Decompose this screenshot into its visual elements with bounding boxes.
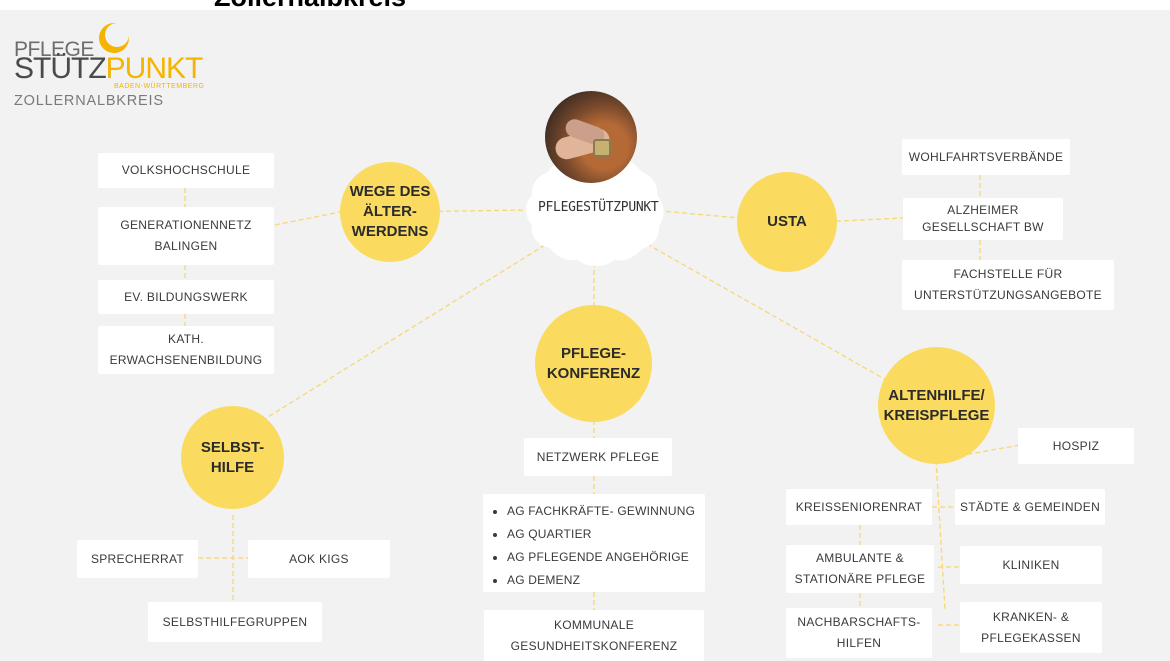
hands-photo bbox=[545, 91, 637, 183]
box-kreisseniorenrat: KREISSENIORENRAT bbox=[786, 489, 932, 525]
box-kommunale-gesundheitskonferenz: KOMMUNALE GESUNDHEITSKONFERENZ bbox=[484, 610, 704, 661]
box-kliniken: KLINIKEN bbox=[960, 546, 1102, 584]
logo-line-4: ZOLLERNALBKREIS bbox=[14, 93, 164, 109]
top-strip bbox=[0, 0, 1170, 10]
box-staedte-gemeinden: STÄDTE & GEMEINDEN bbox=[955, 489, 1105, 525]
center-badge bbox=[526, 152, 664, 266]
list-item: AG DEMENZ bbox=[507, 569, 705, 592]
box-kranken-pflegekassen: KRANKEN- & PFLEGEKASSEN bbox=[960, 602, 1102, 653]
box-selbsthilfegruppen: SELBSTHILFEGRUPPEN bbox=[148, 602, 322, 642]
page-title: Zollernalbkreis bbox=[214, 0, 406, 13]
list-item: AG PFLEGENDE ANGEHÖRIGE bbox=[507, 546, 705, 569]
box-kath-erwachsenenbildung: KATH. ERWACHSENENBILDUNG bbox=[98, 326, 274, 374]
logo-punkt: PUNKT bbox=[105, 52, 204, 85]
logo-line-2: STÜTZPUNKT bbox=[14, 52, 204, 86]
line-center-altenhilfe bbox=[639, 239, 896, 386]
logo-line-1: PFLEGE bbox=[14, 38, 94, 61]
line-center-wege bbox=[389, 209, 531, 213]
box-fachstelle: FACHSTELLE FÜR UNTERSTÜTZUNGSANGEBOTE bbox=[902, 260, 1114, 310]
logo-stuetz: STÜTZ bbox=[14, 52, 107, 85]
box-aok-kigs: AOK KIGS bbox=[248, 540, 390, 578]
box-volkshochschule: VOLKSHOCHSCHULE bbox=[98, 153, 274, 188]
line-center-usta bbox=[649, 209, 741, 219]
hub-selbsthilfe: SELBST- HILFE bbox=[181, 406, 284, 509]
center-label: PFLEGESTÜTZPUNKT bbox=[538, 200, 659, 215]
pflegestuetzpunkt-logo: PFLEGE STÜTZPUNKT BADEN-WÜRTTEMBERG ZOLL… bbox=[10, 20, 204, 120]
box-ambulante-stationaere-pflege: AMBULANTE & STATIONÄRE PFLEGE bbox=[786, 545, 934, 593]
box-ev-bildungswerk: EV. BILDUNGSWERK bbox=[98, 280, 274, 314]
logo-line-3: BADEN-WÜRTTEMBERG bbox=[114, 83, 205, 90]
hub-pflegekonferenz: PFLEGE- KONFERENZ bbox=[535, 305, 652, 422]
box-alzheimer-gesellschaft: ALZHEIMER GESELLSCHAFT BW bbox=[903, 198, 1063, 240]
list-item: AG FACHKRÄFTE- GEWINNUNG bbox=[507, 500, 705, 523]
box-hospiz: HOSPIZ bbox=[1018, 428, 1134, 464]
line-center-selbsthilfe bbox=[254, 244, 546, 426]
box-wohlfahrtsverbaende: WOHLFAHRTSVERBÄNDE bbox=[902, 139, 1070, 175]
hub-wege-des-aelterwerdens: WEGE DES ÄLTER- WERDENS bbox=[340, 162, 440, 262]
ag-list-box: AG FACHKRÄFTE- GEWINNUNG AG QUARTIER AG … bbox=[483, 494, 705, 592]
box-netzwerk-pflege: NETZWERK PFLEGE bbox=[524, 438, 672, 476]
hub-usta: USTA bbox=[737, 172, 837, 272]
box-nachbarschaftshilfen: NACHBARSCHAFTS- HILFEN bbox=[786, 608, 932, 658]
hub-altenhilfe-kreispflege: ALTENHILFE/ KREISPFLEGE bbox=[878, 347, 995, 464]
box-generationennetz: GENERATIONENNETZ BALINGEN bbox=[98, 207, 274, 265]
box-sprecherrat: SPRECHERRAT bbox=[77, 540, 198, 578]
ag-list: AG FACHKRÄFTE- GEWINNUNG AG QUARTIER AG … bbox=[483, 500, 705, 592]
list-item: AG QUARTIER bbox=[507, 523, 705, 546]
crescent-logo-icon bbox=[99, 23, 129, 53]
